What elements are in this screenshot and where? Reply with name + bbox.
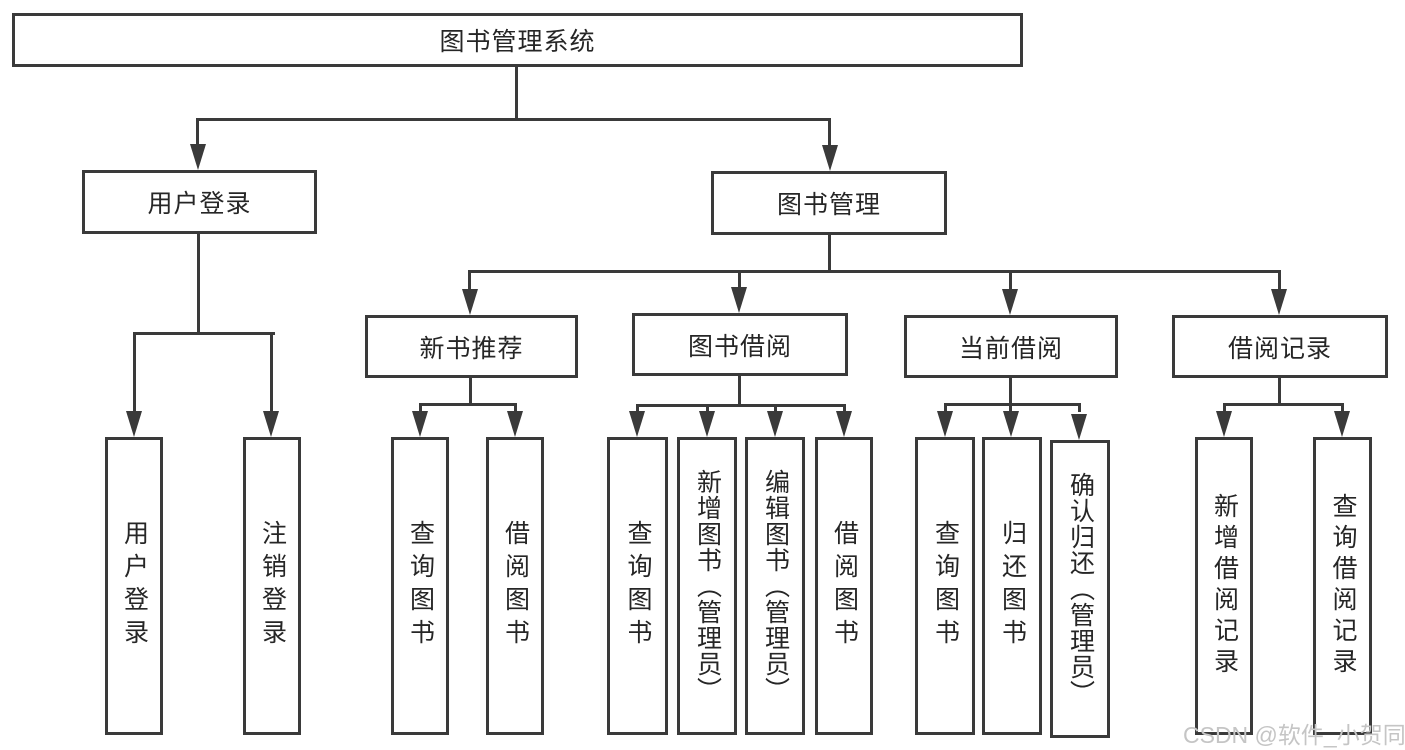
node-label: 图书管理 <box>776 191 881 219</box>
node-label: 图书管理系统 <box>439 28 596 56</box>
connector-vline <box>1009 378 1012 406</box>
connector-arrow <box>731 287 747 313</box>
leaf-label: 新增借阅记录 <box>1210 493 1239 679</box>
leaf-records-query-record: 查询借阅记录 <box>1313 437 1372 735</box>
connector-arrow <box>1334 411 1350 437</box>
connector-arrow <box>1003 411 1019 437</box>
connector-arrow <box>699 411 715 437</box>
connector-vline <box>706 404 709 413</box>
leaf-label: 查询借阅记录 <box>1329 493 1357 679</box>
connector-hline <box>944 403 1081 406</box>
connector-arrow <box>507 411 523 437</box>
leaf-label: 新增图书（管理员） <box>693 469 722 703</box>
connector-arrow <box>126 411 142 437</box>
connector-vline <box>1009 270 1012 290</box>
connector-arrow <box>822 145 838 171</box>
node-label: 当前借阅 <box>958 334 1063 363</box>
node-current-borrow: 当前借阅 <box>904 315 1118 378</box>
connector-arrow <box>937 411 953 437</box>
leaf-borrow-edit-book-admin: 编辑图书（管理员） <box>745 437 805 735</box>
leaf-label: 注销登录 <box>258 520 287 652</box>
connector-arrow <box>1071 414 1087 440</box>
connector-vline <box>828 118 831 146</box>
connector-hline <box>636 404 846 407</box>
watermark: CSDN @软件_小贺同学 <box>1183 722 1405 748</box>
leaf-records-add-record: 新增借阅记录 <box>1195 437 1253 735</box>
connector-vline <box>515 67 518 120</box>
connector-hline <box>196 118 831 121</box>
connector-vline <box>196 118 199 146</box>
leaf-label: 用户登录 <box>120 520 149 652</box>
node-book-management: 图书管理 <box>711 171 947 235</box>
leaf-current-query-books: 查询图书 <box>915 437 975 735</box>
leaf-user-login: 用户登录 <box>105 437 163 735</box>
leaf-label: 查询图书 <box>931 520 960 652</box>
connector-vline <box>843 404 846 413</box>
connector-vline <box>469 378 472 406</box>
connector-hline <box>419 403 517 406</box>
leaf-label: 归还图书 <box>998 520 1027 652</box>
connector-vline <box>828 235 831 273</box>
node-book-borrow: 图书借阅 <box>632 313 848 376</box>
leaf-recommend-borrow-books: 借阅图书 <box>486 437 544 735</box>
connector-vline <box>636 404 639 413</box>
leaf-label: 借阅图书 <box>830 520 859 652</box>
connector-vline <box>1278 270 1281 290</box>
connector-vline <box>270 332 273 412</box>
leaf-label: 查询图书 <box>406 520 435 652</box>
node-label: 图书借阅 <box>687 332 792 361</box>
leaf-borrow-borrow-books: 借阅图书 <box>815 437 873 735</box>
connector-vline <box>419 403 422 413</box>
leaf-borrow-add-book-admin: 新增图书（管理员） <box>677 437 737 735</box>
connector-arrow <box>629 411 645 437</box>
connector-vline <box>738 270 741 290</box>
connector-arrow <box>412 411 428 437</box>
connector-arrow <box>1216 411 1232 437</box>
connector-vline <box>1341 403 1344 412</box>
connector-hline <box>1223 403 1344 406</box>
node-borrow-records: 借阅记录 <box>1172 315 1388 378</box>
connector-vline <box>944 403 947 412</box>
connector-vline <box>514 403 517 413</box>
connector-vline <box>774 404 777 413</box>
leaf-label: 借阅图书 <box>501 520 530 652</box>
leaf-recommend-query-books: 查询图书 <box>391 437 449 735</box>
connector-vline <box>1009 403 1012 412</box>
node-label: 新书推荐 <box>419 334 524 363</box>
connector-arrow <box>462 289 478 315</box>
connector-arrow <box>263 411 279 437</box>
connector-hline <box>133 332 275 335</box>
node-label: 借阅记录 <box>1227 334 1332 363</box>
connector-vline <box>133 332 136 412</box>
leaf-label: 编辑图书（管理员） <box>761 469 790 703</box>
connector-arrow <box>1271 289 1287 315</box>
leaf-current-return-books: 归还图书 <box>982 437 1042 735</box>
node-label: 用户登录 <box>147 190 252 218</box>
leaf-label: 查询图书 <box>624 520 652 652</box>
connector-arrow <box>836 411 852 437</box>
connector-vline <box>468 270 471 290</box>
node-user-login: 用户登录 <box>82 170 317 234</box>
leaf-label: 确认归还（管理员） <box>1066 472 1095 706</box>
connector-vline <box>1223 403 1226 412</box>
connector-vline <box>1278 378 1281 406</box>
connector-vline <box>738 376 741 407</box>
node-new-book-recommend: 新书推荐 <box>365 315 578 378</box>
connector-vline <box>1078 403 1081 412</box>
connector-arrow <box>190 144 206 170</box>
leaf-borrow-query-books: 查询图书 <box>607 437 668 735</box>
leaf-current-confirm-return-admin: 确认归还（管理员） <box>1050 440 1110 738</box>
connector-arrow <box>1002 289 1018 315</box>
leaf-logout: 注销登录 <box>243 437 301 735</box>
connector-arrow <box>767 411 783 437</box>
connector-vline <box>197 234 200 335</box>
connector-hline <box>468 270 1281 273</box>
node-root-system: 图书管理系统 <box>12 13 1023 67</box>
